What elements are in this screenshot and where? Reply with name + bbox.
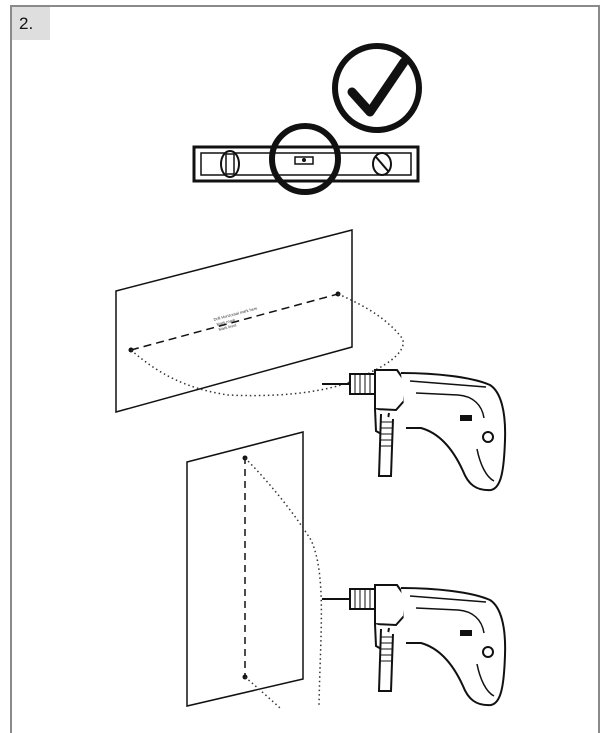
mark-note-line-2: Mark mark [216, 317, 236, 327]
power-drill-icon [322, 584, 507, 707]
vertical-panel [186, 431, 323, 709]
step-number-badge: 2. [12, 7, 50, 40]
power-drill-icon [322, 369, 507, 492]
page-frame [10, 5, 600, 733]
checkmark-circle-icon [332, 43, 422, 133]
spirit-level-icon [192, 123, 420, 195]
mark-note-line-3: Mark level [218, 322, 237, 332]
horizontal-panel: Drill Horizontal mark here Mark mark Mar… [115, 229, 404, 413]
